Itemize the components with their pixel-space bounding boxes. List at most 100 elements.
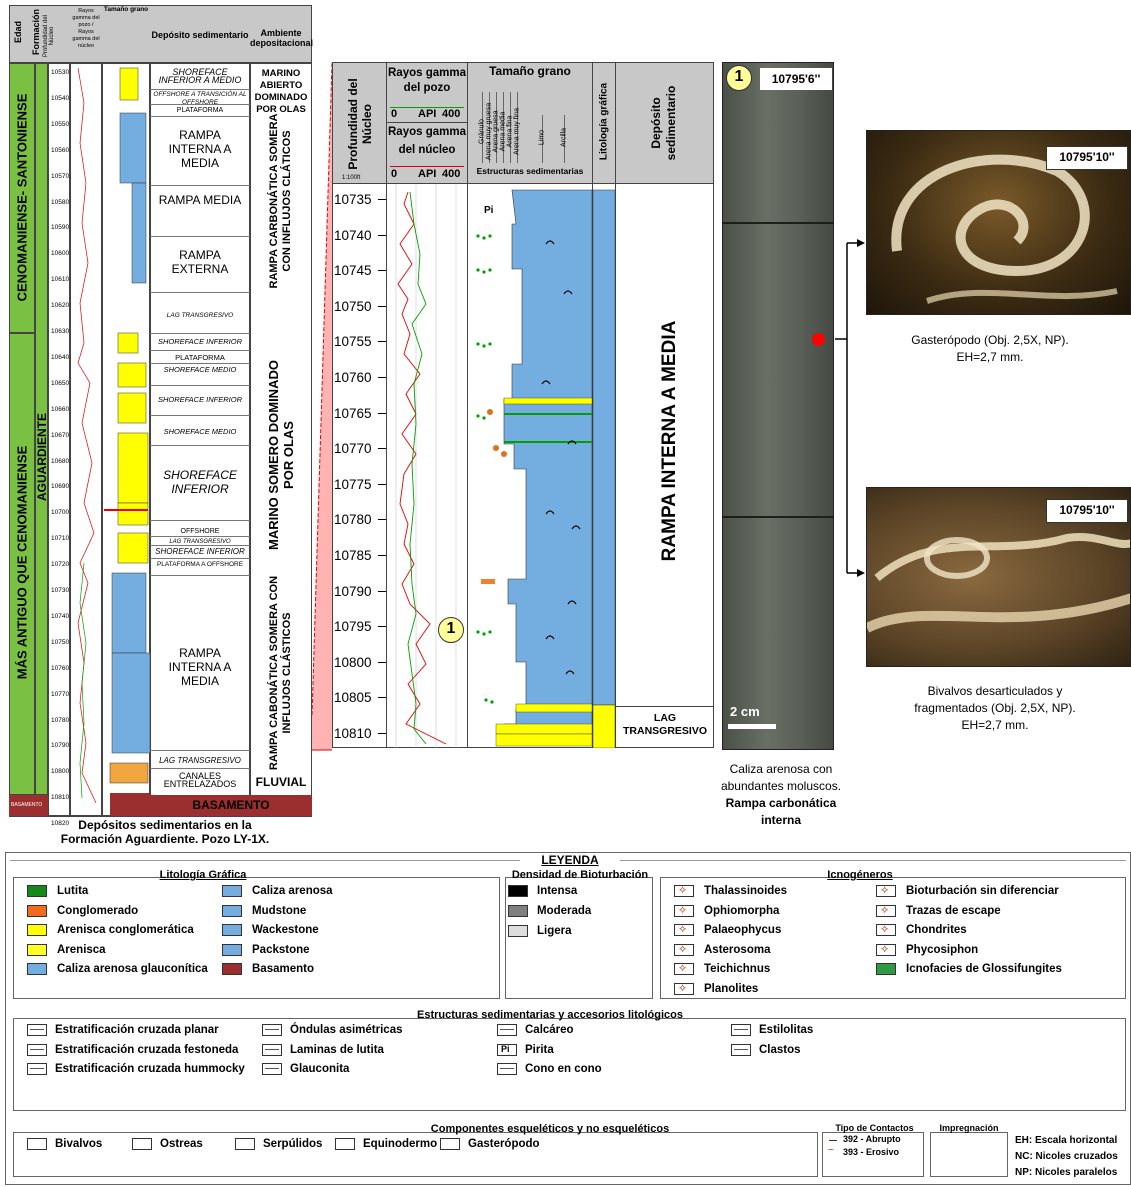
legend-contacto-abrupto: 392 - Abrupto (843, 1134, 901, 1144)
left-depth-label: 10680 (51, 457, 70, 465)
left-caption-1: Depósitos sedimentarios en la (78, 818, 252, 832)
left-deposito-label: SHOREFACE INFERIOR A MEDIO (158, 67, 242, 85)
left-deposito-label: PLATAFORMA (175, 353, 225, 362)
ichnogenus-icon: ⟡ (674, 904, 694, 917)
legend-componentes-item: Ostreas (160, 1138, 203, 1150)
legend-litologia-item: Caliza arenosa (252, 885, 333, 897)
left-deposito-label: SHOREFACE INFERIOR (155, 547, 245, 556)
ambiente-fluvial: FLUVIAL (255, 775, 307, 789)
left-depth-label: 10600 (51, 250, 70, 258)
photo-1-depth: 10795'10'' (1059, 150, 1115, 164)
detail-yellow-layer-2 (515, 703, 593, 713)
left-deposito-label: SHOREFACE INFERIOR (163, 468, 237, 496)
legend-litologia-item: Mudstone (252, 904, 307, 917)
basamento-band (150, 795, 312, 816)
legend-bioturbacion-item: Intensa (537, 885, 578, 897)
lithology-swatch-icon (222, 904, 242, 917)
basamento-small-label: BASAMENTO (11, 802, 43, 808)
left-depth-label: 10530 (51, 69, 70, 76)
left-gamma-curve-core (79, 562, 87, 799)
legend-icnogeneros-item: Teichichnus (704, 963, 771, 975)
legend-litologia-title: Litología Gráfica (159, 869, 247, 881)
core-depth-label: 10795'6'' (771, 72, 821, 86)
legend-abbrev-nc: NC: Nicoles cruzados (1015, 1151, 1118, 1162)
photo-1-caption-1: Gasterópodo (Obj. 2,5X, NP). (911, 333, 1069, 347)
grain-size-label: Arena muy gruesa (485, 102, 493, 161)
left-depth-label: 10720 (51, 561, 70, 569)
left-depth-label: 10620 (51, 302, 70, 310)
basamento-label: BASAMENTO (192, 798, 270, 812)
edad-upper-band (9, 63, 35, 333)
ichnogenus-icon: ⟡ (876, 923, 896, 936)
legend-icnogeneros-item: Trazas de escape (906, 904, 1001, 917)
legend-litologia-box (13, 877, 500, 999)
left-deposito-label: SHOREFACE MEDIO (163, 427, 237, 436)
left-depth-label: 10820 (51, 820, 70, 828)
legend-contactos-box (822, 1132, 924, 1177)
legend-icnogeneros-title: Icnogéneros (827, 869, 893, 881)
lithology-swatch-icon (222, 943, 242, 956)
detail-yellow-layer-3 (495, 723, 593, 735)
ambiente-marino-somero: MARINO SOMERO DOMINADO POR OLAS (266, 360, 296, 550)
left-deposito-label: OFFSHORE A TRANSICIÓN AL OFFSHORE (153, 91, 247, 106)
left-depth-label: 10580 (51, 198, 70, 206)
ichnogenus-icon: ⟡ (674, 943, 694, 956)
core-marker (726, 65, 752, 91)
left-depth-label: 10640 (51, 353, 70, 361)
photo-bracket (835, 239, 865, 577)
detail-api-max-1: 400 (442, 108, 461, 120)
left-gamma-curve-well (77, 67, 97, 804)
left-depth-label: 10730 (51, 587, 70, 594)
detail-api-min-1: 0 (391, 108, 398, 120)
detail-depth-label: 10775 (334, 476, 372, 492)
detail-depth-label: 10745 (334, 263, 372, 279)
left-stratigraphic-column (9, 5, 312, 817)
detail-yellow-layer-1 (503, 397, 593, 405)
legend-componentes-item: Bivalvos (55, 1138, 103, 1150)
ichnogenus-icon: ⟡ (674, 923, 694, 936)
legend-estructuras-item: Estratificación cruzada festoneda (55, 1044, 239, 1056)
left-deposito-label: OFFSHORE (180, 528, 220, 535)
detail-api-unit-1: API (418, 108, 437, 120)
left-depth-label: 10550 (51, 120, 70, 128)
legend-estructuras-item: Estratificación cruzada hummocky (55, 1063, 245, 1075)
ichnogenus-icon: ⟡ (876, 943, 896, 956)
left-deposito-label: LAG TRANSGRESIVO (166, 312, 234, 319)
legend-abbrev-eh: EH: Escala horizontal (1015, 1135, 1118, 1146)
detail-deposito: Depósito sedimentario (649, 85, 678, 161)
left-deposito-column (150, 63, 250, 816)
skeletal-component-icon (440, 1138, 460, 1150)
legend-estructuras-item: Estratificación cruzada planar (55, 1024, 219, 1036)
edad-lower-band (9, 333, 35, 795)
detail-scale: 1:100ft (342, 175, 361, 181)
formacion-label: AGUARDIENTE (35, 413, 49, 502)
detail-rayos-pozo: Rayos gamma del pozo (388, 67, 466, 94)
legend-icnogeneros-item: Icnofacies de Glossifungites (906, 963, 1062, 975)
left-deposito-label: RAMPA EXTERNA (171, 248, 229, 276)
legend-estructuras-title: Estructuras sedimentarias y accesorios l… (417, 1009, 683, 1021)
detail-depth-label: 10740 (334, 227, 372, 243)
left-deposito-label: RAMPA INTERNA A MEDIA (168, 646, 232, 688)
detail-depth-label: 10790 (334, 583, 372, 599)
legend-componentes-item: Equinodermo (363, 1138, 438, 1150)
legend-litologia-item: Caliza arenosa glauconítica (57, 963, 208, 975)
left-depth-label: 10790 (51, 742, 70, 750)
left-gamma-column (70, 63, 102, 816)
left-depth-label: 10590 (51, 224, 70, 232)
ichnogenus-icon: ⟡ (674, 884, 694, 897)
left-deposito-label: RAMPA INTERNA A MEDIA (168, 128, 232, 170)
legend-litologia-item: Packstone (252, 943, 310, 956)
legend-contactos-title: Tipo de Contactos (835, 1123, 914, 1133)
lithology-swatch-icon (27, 943, 47, 956)
left-lithology-bars (104, 67, 150, 816)
detail-depth-label: 10785 (334, 548, 372, 563)
detail-header (332, 62, 714, 184)
photo-2-depth: 10795'10'' (1059, 503, 1115, 517)
left-gamma-curves (77, 67, 97, 804)
legend-bioturbacion-item: Ligera (537, 925, 572, 937)
structure-icon (731, 1044, 751, 1056)
left-deposito-label: RAMPA MEDIA (158, 193, 242, 207)
detail-marker-1 (438, 617, 464, 643)
legend-litologia-item: Arenisca conglomerática (57, 924, 194, 936)
